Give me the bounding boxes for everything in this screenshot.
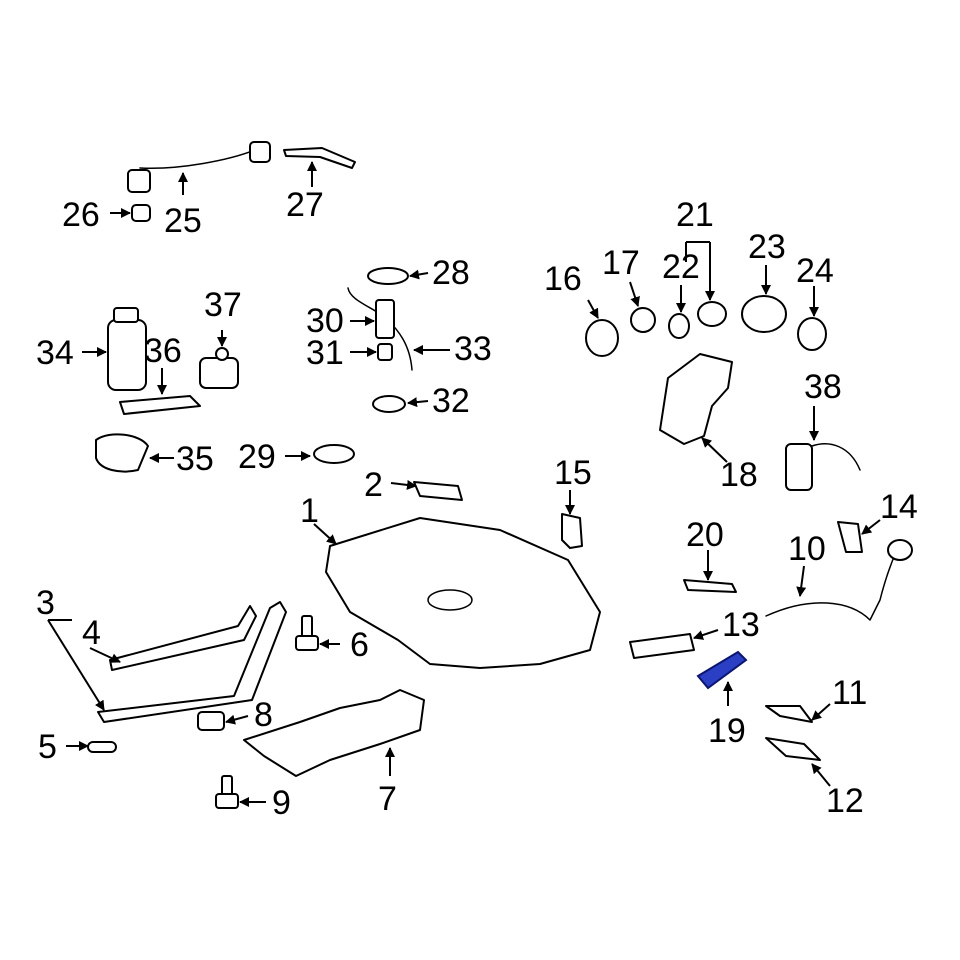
- callout-6: 6: [350, 626, 369, 664]
- callout-22: 22: [662, 248, 700, 286]
- part-30-sender-unit: [347, 287, 413, 371]
- part-1-fuel-tank: [325, 517, 601, 669]
- callout-32: 32: [432, 382, 470, 420]
- part-24-o-ring: [797, 317, 827, 351]
- part-6-bolt: [295, 615, 319, 651]
- callout-12: 12: [826, 782, 864, 820]
- part-32-seal: [372, 395, 406, 413]
- callout-14: 14: [880, 488, 918, 526]
- part-25-fuel-hose: [127, 141, 271, 193]
- part-36-filter: [119, 395, 201, 415]
- part-18-filler-housing: [659, 353, 733, 445]
- part-27-tube: [283, 147, 356, 169]
- tank-pump-opening: [427, 589, 473, 611]
- part-13-bracket: [629, 633, 695, 659]
- callout-24: 24: [796, 252, 834, 290]
- part-35-bracket: [95, 433, 149, 473]
- part-23-housing: [741, 295, 787, 333]
- part-38-vent-valve: [785, 443, 861, 491]
- callout-8: 8: [254, 696, 273, 734]
- callout-18: 18: [720, 456, 758, 494]
- part-21-cap-assy: [697, 301, 727, 327]
- callout-20: 20: [686, 516, 724, 554]
- part-7-heat-shield: [243, 689, 425, 777]
- callout-7: 7: [378, 780, 397, 818]
- callout-28: 28: [432, 254, 470, 292]
- callout-16: 16: [544, 260, 582, 298]
- callout-11: 11: [832, 674, 867, 712]
- callout-35: 35: [176, 440, 214, 478]
- callout-4: 4: [82, 614, 101, 652]
- callout-5: 5: [38, 728, 57, 766]
- callout-21: 21: [676, 196, 714, 234]
- part-10-filler-pipe: [765, 539, 913, 621]
- callout-36: 36: [144, 332, 182, 370]
- callout-19: 19: [708, 712, 746, 750]
- callout-labels: 1 2 3 4 5 6 7 8 9 10 11 12 13 14 15 16 1…: [36, 186, 918, 822]
- callout-23: 23: [748, 228, 786, 266]
- part-8-clip: [197, 711, 225, 731]
- callout-29: 29: [238, 438, 276, 476]
- part-11-bracket: [765, 705, 813, 723]
- leader-lines: [47, 161, 881, 807]
- part-22-gasket: [668, 313, 690, 339]
- part-9-bolt: [215, 775, 239, 809]
- part-15-bracket: [561, 513, 583, 549]
- part-37-regulator: [199, 347, 239, 389]
- part-16-cap-body: [585, 319, 619, 357]
- part-4-strap: [109, 605, 257, 671]
- part-3-strap: [97, 601, 287, 723]
- part-31-gauge: [377, 343, 393, 361]
- part-20-tube: [683, 579, 737, 593]
- part-28-lock-ring: [367, 267, 409, 285]
- callout-15: 15: [554, 454, 592, 492]
- callout-27: 27: [286, 186, 324, 224]
- part-5-pin: [87, 741, 117, 753]
- part-26-clip: [131, 204, 151, 222]
- callout-38: 38: [804, 368, 842, 406]
- part-29-gasket: [313, 444, 355, 464]
- callout-10: 10: [788, 530, 826, 568]
- callout-25: 25: [164, 202, 202, 240]
- callout-17: 17: [602, 244, 640, 282]
- part-2-cover: [413, 481, 463, 501]
- callout-37: 37: [204, 286, 242, 324]
- callout-34: 34: [36, 334, 74, 372]
- callout-33: 33: [454, 330, 492, 368]
- callout-9: 9: [272, 784, 291, 822]
- part-17-cap: [630, 307, 656, 333]
- callout-2: 2: [364, 466, 383, 504]
- part-34-fuel-pump: [107, 307, 147, 391]
- part-14-plate: [837, 521, 863, 553]
- callout-31: 31: [306, 334, 344, 372]
- callout-3: 3: [36, 584, 55, 622]
- part-19-hose-highlighted: [696, 650, 748, 690]
- callout-26: 26: [62, 196, 100, 234]
- callout-13: 13: [722, 606, 760, 644]
- callout-1: 1: [300, 492, 319, 530]
- callout-30: 30: [306, 302, 344, 340]
- part-12-bracket: [765, 737, 821, 761]
